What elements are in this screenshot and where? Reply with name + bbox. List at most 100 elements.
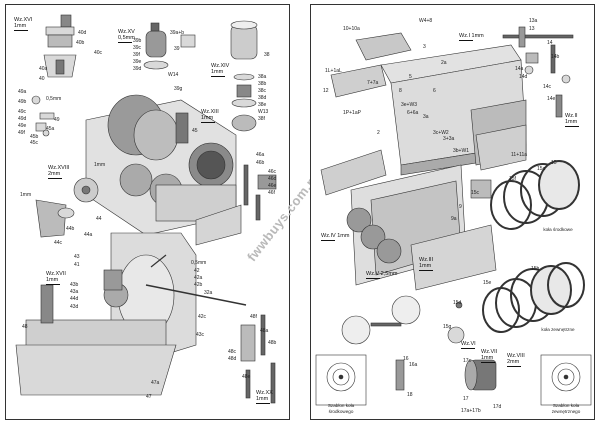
part-label: 44b: [66, 226, 75, 232]
wz-label: Wz.V 2,5mm: [366, 271, 398, 279]
part-label: 43b: [70, 282, 79, 288]
part-label: 16a: [409, 362, 418, 368]
part-label: 46f: [268, 190, 275, 196]
caption-outer-wheel-template: Szablon koła zewnętrznego: [551, 403, 581, 414]
part-label: 44c: [54, 240, 63, 246]
part-label: 6+6a: [407, 110, 419, 116]
wz-label: Wz.I 1mm: [459, 33, 484, 41]
part-label: 39b: [133, 38, 142, 44]
part-label: 44d: [70, 296, 79, 302]
part-label: 14b: [551, 54, 560, 60]
part-label: 46c: [268, 169, 277, 175]
part-label: 49c: [18, 109, 27, 115]
part-label: 9a: [451, 216, 457, 222]
part-label: W13: [258, 109, 269, 115]
part-label: 43a: [70, 289, 79, 295]
part-label: 8: [399, 88, 402, 94]
part-label: 47: [146, 394, 152, 400]
part-label: 40c: [94, 50, 103, 56]
part-label: 3e+W3: [401, 102, 417, 108]
part-label: 11+11a: [511, 152, 528, 158]
part-label: 38f: [258, 116, 265, 122]
part-label: 15c: [471, 190, 480, 196]
scale-label: 1mm: [94, 162, 106, 168]
part-label: 40: [39, 76, 45, 82]
part-label: W4+8: [419, 18, 433, 24]
part-label: 49a: [18, 89, 27, 95]
part-label: 18: [407, 392, 413, 398]
part-label: 13: [529, 26, 535, 32]
part-label: 49b: [18, 99, 27, 105]
part-label: 39c: [133, 45, 142, 51]
part-label: 42b: [194, 282, 203, 288]
part-label: 5: [409, 74, 412, 80]
part-label: 12: [323, 88, 329, 94]
part-label: 49d: [18, 116, 27, 122]
wz-label: Wz.VI: [461, 341, 476, 349]
part-label: 15f: [509, 176, 516, 182]
part-label: 45c: [30, 140, 39, 146]
left-sheet-drawing: [15, 14, 277, 404]
part-label: 3: [423, 44, 426, 50]
part-label: 38d: [258, 95, 267, 101]
part-label: 39a+b: [170, 30, 185, 36]
part-label: 14a: [515, 66, 524, 72]
part-label: 17a+17b: [461, 408, 481, 414]
part-label: 42c: [198, 314, 207, 320]
part-label: 7+7a: [367, 80, 379, 86]
part-label: 15d: [453, 300, 462, 306]
part-label: 39f: [133, 52, 140, 58]
right-sheet-drawing: [315, 26, 592, 406]
part-label: 3b+W1: [453, 148, 469, 154]
part-label: 45: [192, 128, 198, 134]
part-label: 46a: [256, 152, 265, 158]
part-label: 15: [551, 160, 557, 166]
part-label: 1P+1aP: [343, 110, 361, 116]
part-label: 17c: [463, 358, 472, 364]
part-label: 43d: [70, 304, 79, 310]
part-label: 14e: [547, 96, 556, 102]
part-label: 46d: [268, 176, 277, 182]
part-label: 15e: [483, 280, 492, 286]
part-label: 3a: [423, 114, 429, 120]
part-label: 38a: [258, 74, 267, 80]
part-label: 44: [96, 216, 102, 222]
part-label: 38e: [258, 102, 267, 108]
part-label: 49e: [18, 123, 27, 129]
part-label: 14: [547, 40, 553, 46]
part-label: 16: [403, 356, 409, 362]
part-label: 3+3a: [443, 136, 455, 142]
part-label: 49f: [18, 130, 25, 136]
part-label: 41: [74, 262, 80, 268]
part-label: 48b: [268, 340, 277, 346]
part-label: 48d: [228, 356, 237, 362]
part-label: 39: [174, 46, 180, 52]
scale-label: 1mm: [20, 192, 32, 198]
part-label: 15a: [537, 166, 546, 172]
part-label: 1L+1aL: [325, 68, 342, 74]
part-label: 40d: [78, 30, 87, 36]
part-label: 46b: [256, 160, 265, 166]
part-label: 40a: [39, 66, 48, 72]
part-label: 43c: [196, 332, 205, 338]
scale-label: 0,5mm: [191, 260, 207, 266]
part-label: 10+10a: [343, 26, 360, 32]
part-label: 3c+W2: [433, 130, 449, 136]
part-label: 6: [433, 88, 436, 94]
part-label: 44a: [84, 232, 93, 238]
part-label: 2: [377, 130, 380, 136]
part-label: 17d: [493, 404, 502, 410]
part-label: 38c: [258, 88, 267, 94]
part-label: 2a: [441, 60, 447, 66]
part-label: 49: [54, 117, 60, 123]
